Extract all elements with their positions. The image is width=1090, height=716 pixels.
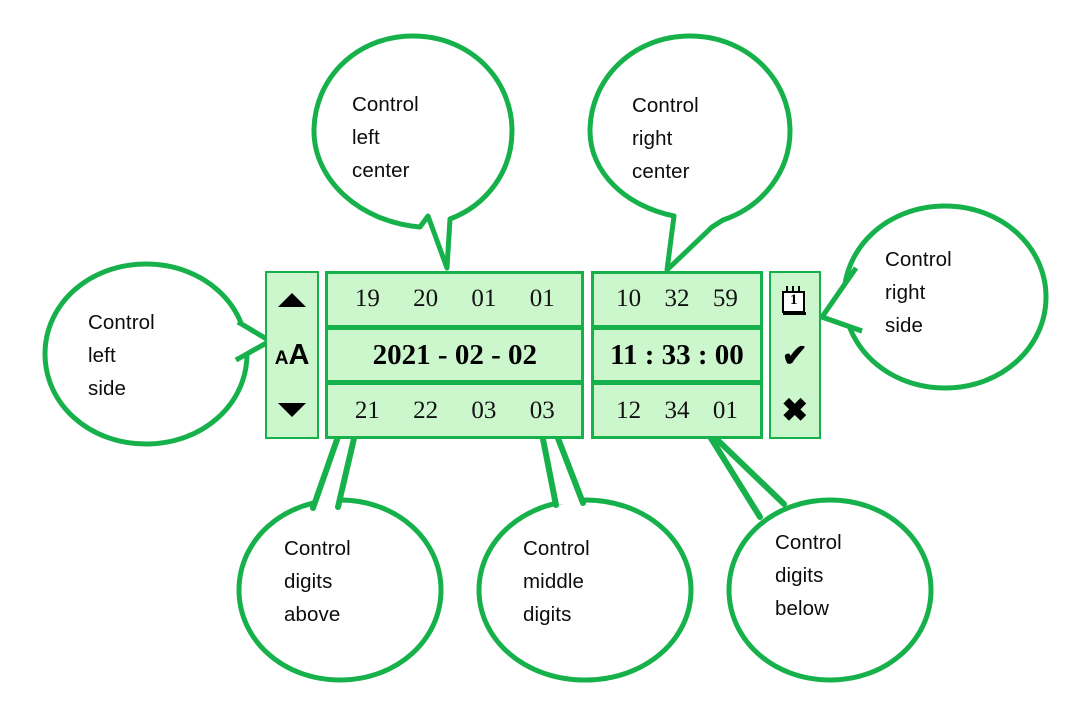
time-digits-above-row[interactable]: 10 32 59 bbox=[594, 274, 760, 325]
date-above-day[interactable]: 01 bbox=[529, 285, 555, 313]
control-left-center-date-grid[interactable]: 19 20 01 01 2021 - 02 - 02 21 22 03 03 bbox=[325, 271, 585, 439]
cancel-button[interactable]: ✖ bbox=[771, 382, 819, 437]
callout-label-control-left-side: Control left side bbox=[88, 311, 155, 400]
callout-control-left-side bbox=[42, 261, 273, 447]
time-above-hour[interactable]: 10 bbox=[616, 285, 642, 313]
calendar-base bbox=[783, 311, 807, 315]
time-value[interactable]: 11 : 33 : 00 bbox=[610, 338, 744, 371]
time-below-minute[interactable]: 34 bbox=[664, 396, 690, 424]
time-middle-row[interactable]: 11 : 33 : 00 bbox=[594, 329, 760, 381]
callout-control-right-center bbox=[587, 33, 793, 273]
calendar-ring-1 bbox=[786, 285, 789, 292]
callout-label-control-digits-below: Control digits below bbox=[775, 531, 842, 620]
callout-control-left-center bbox=[311, 33, 515, 271]
date-above-year2[interactable]: 20 bbox=[413, 285, 439, 313]
calendar-ring-2 bbox=[792, 285, 795, 292]
calendar-button[interactable]: 1 bbox=[771, 273, 819, 328]
time-below-hour[interactable]: 12 bbox=[616, 396, 642, 424]
callout-label-control-right-side: Control right side bbox=[885, 248, 952, 337]
time-above-second[interactable]: 59 bbox=[712, 285, 738, 313]
date-below-year[interactable]: 21 bbox=[354, 396, 380, 424]
time-below-second[interactable]: 01 bbox=[712, 396, 738, 424]
date-below-month[interactable]: 03 bbox=[471, 396, 497, 424]
date-above-month[interactable]: 01 bbox=[471, 285, 497, 313]
close-icon: ✖ bbox=[781, 391, 809, 428]
date-below-day[interactable]: 03 bbox=[529, 396, 555, 424]
date-digits-above-row[interactable]: 19 20 01 01 bbox=[328, 274, 582, 325]
callout-label-control-middle-digits: Control middle digits bbox=[523, 537, 590, 626]
date-below-year2[interactable]: 22 bbox=[413, 396, 439, 424]
time-digits-below-row[interactable]: 12 34 01 bbox=[594, 385, 760, 437]
control-right-side-panel[interactable]: 1 ✔ ✖ bbox=[768, 271, 821, 439]
triangle-down-icon bbox=[278, 402, 307, 417]
triangle-up-icon bbox=[278, 293, 307, 308]
callout-control-digits-below bbox=[701, 424, 934, 683]
date-above-year[interactable]: 19 bbox=[354, 285, 380, 313]
font-size-small-a: A bbox=[274, 347, 289, 369]
calendar-ring-3 bbox=[798, 285, 801, 292]
check-icon: ✔ bbox=[781, 337, 808, 373]
time-above-minute[interactable]: 32 bbox=[664, 285, 690, 313]
callout-label-control-digits-above: Control digits above bbox=[284, 537, 351, 626]
decrement-button[interactable] bbox=[267, 382, 317, 437]
control-right-center-time-grid[interactable]: 10 32 59 11 : 33 : 00 12 34 01 bbox=[591, 271, 763, 439]
date-digits-below-row[interactable]: 21 22 03 03 bbox=[328, 385, 582, 437]
confirm-button[interactable]: ✔ bbox=[771, 328, 819, 383]
calendar-icon: 1 bbox=[782, 285, 807, 315]
date-middle-row[interactable]: 2021 - 02 - 02 bbox=[328, 329, 582, 381]
callout-control-right-side bbox=[819, 203, 1049, 391]
date-value[interactable]: 2021 - 02 - 02 bbox=[372, 338, 537, 371]
callout-label-control-right-center: Control right center bbox=[632, 94, 699, 183]
calendar-day-number: 1 bbox=[790, 291, 798, 308]
increment-button[interactable] bbox=[267, 273, 317, 328]
font-size-large-a: A bbox=[288, 338, 310, 371]
callout-label-control-left-center: Control left center bbox=[352, 93, 419, 182]
